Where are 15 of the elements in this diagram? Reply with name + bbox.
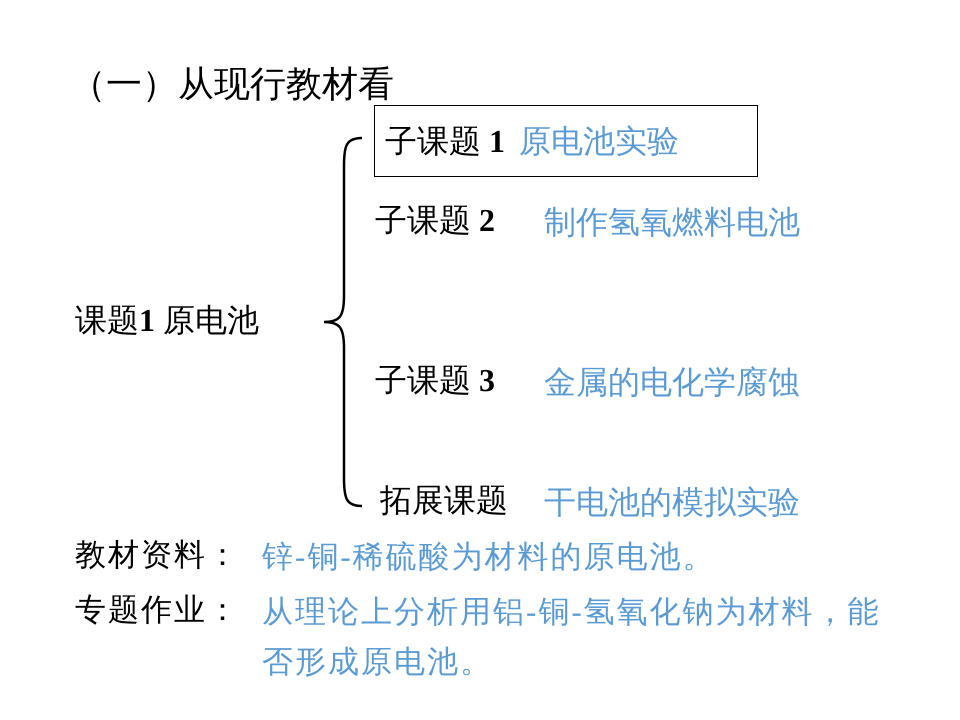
text-label: 锌-铜-稀硫酸为材料的原电池。 [262, 538, 717, 576]
text-label: 专题作业： [75, 591, 241, 629]
text-label: 子课题 2 [375, 201, 496, 240]
topic-box [374, 105, 758, 177]
text-label: 从理论上分析用铝-铜-氢氧化钠为材料，能否形成原电池。 [262, 593, 882, 681]
topic-text: 原电池实验 [519, 122, 679, 161]
text-label: 子课题 3 [375, 361, 496, 400]
text-label: 干电池的模拟实验 [544, 483, 801, 522]
text-label: 拓展课题 [380, 481, 509, 520]
text-label: 金属的电化学腐蚀 [544, 363, 801, 402]
text-label: 课题1 原电池 [75, 301, 260, 340]
text-label: 制作氢氧燃料电池 [544, 203, 801, 242]
title: （一）从现行教材看 [70, 63, 394, 106]
topic-text: 子课题 1 [385, 122, 505, 161]
text-label: 教材资料： [75, 536, 241, 574]
